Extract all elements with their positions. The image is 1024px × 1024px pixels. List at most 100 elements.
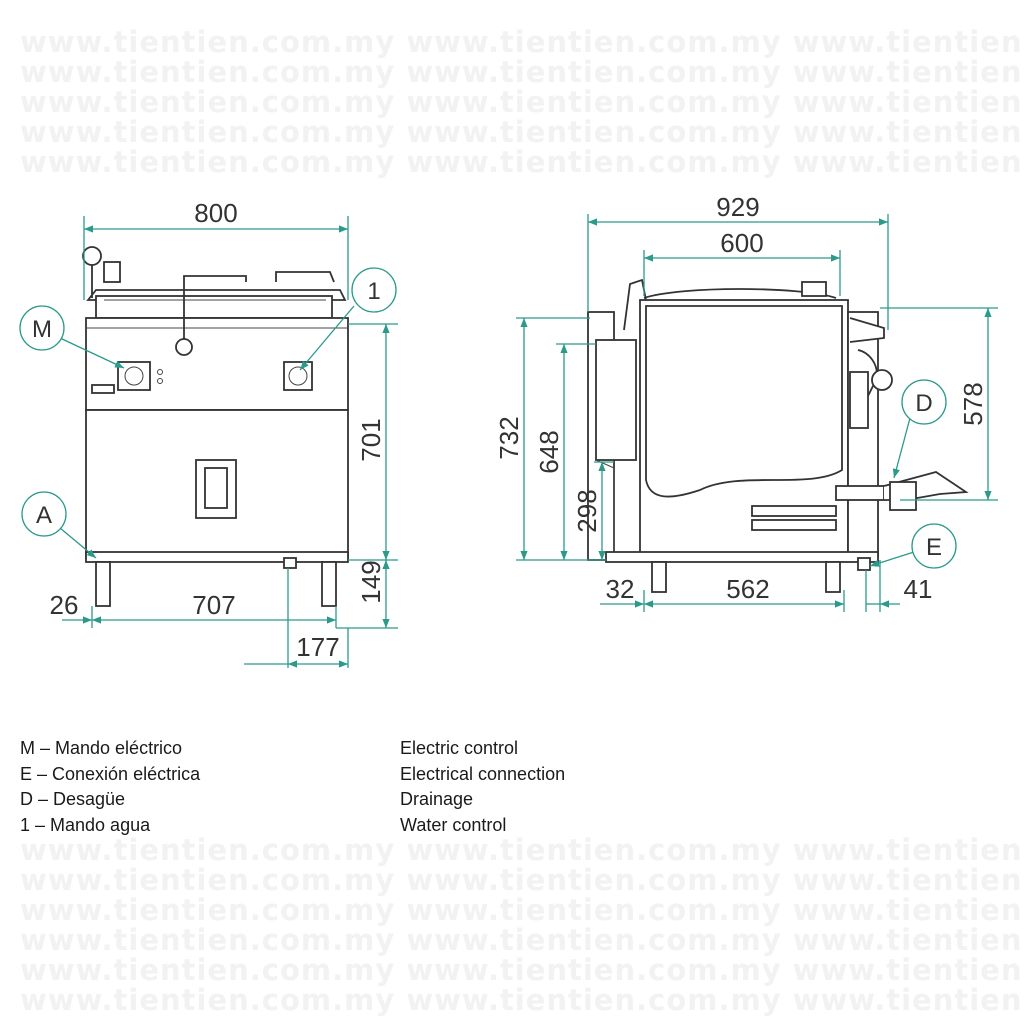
dim-label: 732 <box>494 416 524 459</box>
legend-spanish: D – Desagüe <box>20 789 126 810</box>
dim-side-648: 648 <box>534 343 596 560</box>
dim-label: 800 <box>194 198 237 228</box>
legend-spanish: M – Mando eléctrico <box>20 738 183 759</box>
cabinet-handle-inner <box>204 467 228 509</box>
dim-label: 707 <box>192 590 235 620</box>
valve-knob <box>82 246 102 266</box>
callout-label: 1 <box>367 278 380 305</box>
side-leg-left <box>651 561 667 593</box>
callout-a: A <box>21 491 97 559</box>
front-base <box>85 551 349 563</box>
watermark-line: www.tientien.com.my www.tientien.com.my … <box>20 923 1024 957</box>
legend-spanish: 1 – Mando agua <box>20 814 151 835</box>
lid-hinge <box>275 271 335 283</box>
dim-label: 648 <box>534 430 564 473</box>
dim-side-overall-width: 929 <box>587 192 889 330</box>
watermark-line: www.tientien.com.my www.tientien.com.my … <box>20 983 1024 1017</box>
heating-element <box>751 519 837 531</box>
watermark-line: www.tientien.com.my www.tientien.com.my … <box>20 893 1024 927</box>
legend: M – Mando eléctrico Electric control E –… <box>20 736 720 838</box>
callout-d: D <box>892 379 947 479</box>
side-view: 929 600 732 648 298 <box>494 192 998 612</box>
dim-label: 26 <box>50 590 79 620</box>
dim-front-177: 177 <box>244 568 349 668</box>
watermark-top: www.tientien.com.my www.tientien.com.my … <box>20 25 1024 179</box>
callout-1: 1 <box>299 267 397 371</box>
callout-label: A <box>36 502 52 529</box>
electric-connection-fitting <box>857 557 871 571</box>
front-leg-left <box>95 561 111 607</box>
dim-label: 149 <box>356 560 386 603</box>
dim-side-pot-width: 600 <box>643 228 841 296</box>
indicator-light <box>157 378 163 384</box>
dim-front-base: 26 707 <box>50 590 337 628</box>
front-leg-right <box>321 561 337 607</box>
watermark-line: www.tientien.com.my www.tientien.com.my … <box>20 953 1024 987</box>
watermark-bottom: www.tientien.com.my www.tientien.com.my … <box>20 833 1024 1017</box>
legend-english: Electrical connection <box>400 763 566 784</box>
legend-row: E – Conexión eléctrica Electrical connec… <box>20 762 720 788</box>
tap-arm <box>849 317 885 343</box>
indicator-light <box>157 369 163 375</box>
dim-label: 562 <box>726 574 769 604</box>
dim-label: 41 <box>904 574 933 604</box>
dim-label: 600 <box>720 228 763 258</box>
electric-control-knob <box>117 361 151 391</box>
legend-english: Electric control <box>400 738 519 759</box>
callout-e: E <box>869 523 957 569</box>
dim-side-total-height: 732 <box>494 317 606 561</box>
knob-dial <box>124 366 144 386</box>
callout-label: E <box>926 534 942 561</box>
front-view: 800 701 149 26 707 <box>19 198 398 668</box>
valve-block <box>849 371 869 429</box>
dim-side-tap-height: 578 <box>880 307 998 501</box>
lid-lever-knob <box>175 338 193 356</box>
watermark-line: www.tientien.com.my www.tientien.com.my … <box>20 25 1024 59</box>
legend-spanish: E – Conexión eléctrica <box>20 763 201 784</box>
side-panel <box>847 311 879 557</box>
heating-element <box>751 505 837 517</box>
dim-label: 298 <box>572 489 602 532</box>
kettle-inner <box>645 305 843 498</box>
dim-label: 177 <box>296 632 339 662</box>
legend-row: 1 – Mando agua Water control <box>20 813 720 839</box>
side-machine <box>587 278 969 593</box>
legend-english: Water control <box>400 814 507 835</box>
callout-label: D <box>915 390 932 417</box>
brand-plate <box>91 384 115 394</box>
dim-label: 929 <box>716 192 759 222</box>
side-base <box>605 551 879 563</box>
side-leg-right <box>825 561 841 593</box>
drain-pipe <box>835 485 885 501</box>
watermark-line: www.tientien.com.my www.tientien.com.my … <box>20 85 1024 119</box>
tap-knob <box>871 369 893 391</box>
legend-english: Drainage <box>400 789 474 810</box>
water-control-knob <box>283 361 313 391</box>
dim-label: 578 <box>958 382 988 425</box>
drain-valve <box>889 481 917 511</box>
knob-dial <box>288 366 308 386</box>
rear-panel <box>595 339 637 461</box>
dim-side-298: 298 <box>572 461 614 560</box>
legend-row: M – Mando eléctrico Electric control <box>20 736 720 762</box>
front-lid <box>95 295 333 319</box>
front-machine <box>82 246 349 607</box>
dim-front-leg-height: 149 <box>336 560 398 629</box>
dim-side-base: 32 562 41 <box>600 560 932 612</box>
lid-handle <box>183 275 247 282</box>
valve-body <box>103 261 121 283</box>
electric-connection-fitting <box>283 557 297 569</box>
lid-handle <box>801 281 827 297</box>
dim-label: 701 <box>356 418 386 461</box>
dim-front-height: 701 <box>348 323 398 561</box>
dim-label: 32 <box>606 574 635 604</box>
watermark-line: www.tientien.com.my www.tientien.com.my … <box>20 115 1024 149</box>
watermark-line: www.tientien.com.my www.tientien.com.my … <box>20 833 1024 867</box>
callout-m: M <box>19 305 125 369</box>
watermark-line: www.tientien.com.my www.tientien.com.my … <box>20 55 1024 89</box>
watermark-line: www.tientien.com.my www.tientien.com.my … <box>20 863 1024 897</box>
dim-front-overall-width: 800 <box>83 198 349 300</box>
callout-label: M <box>32 316 52 343</box>
legend-row: D – Desagüe Drainage <box>20 787 720 813</box>
